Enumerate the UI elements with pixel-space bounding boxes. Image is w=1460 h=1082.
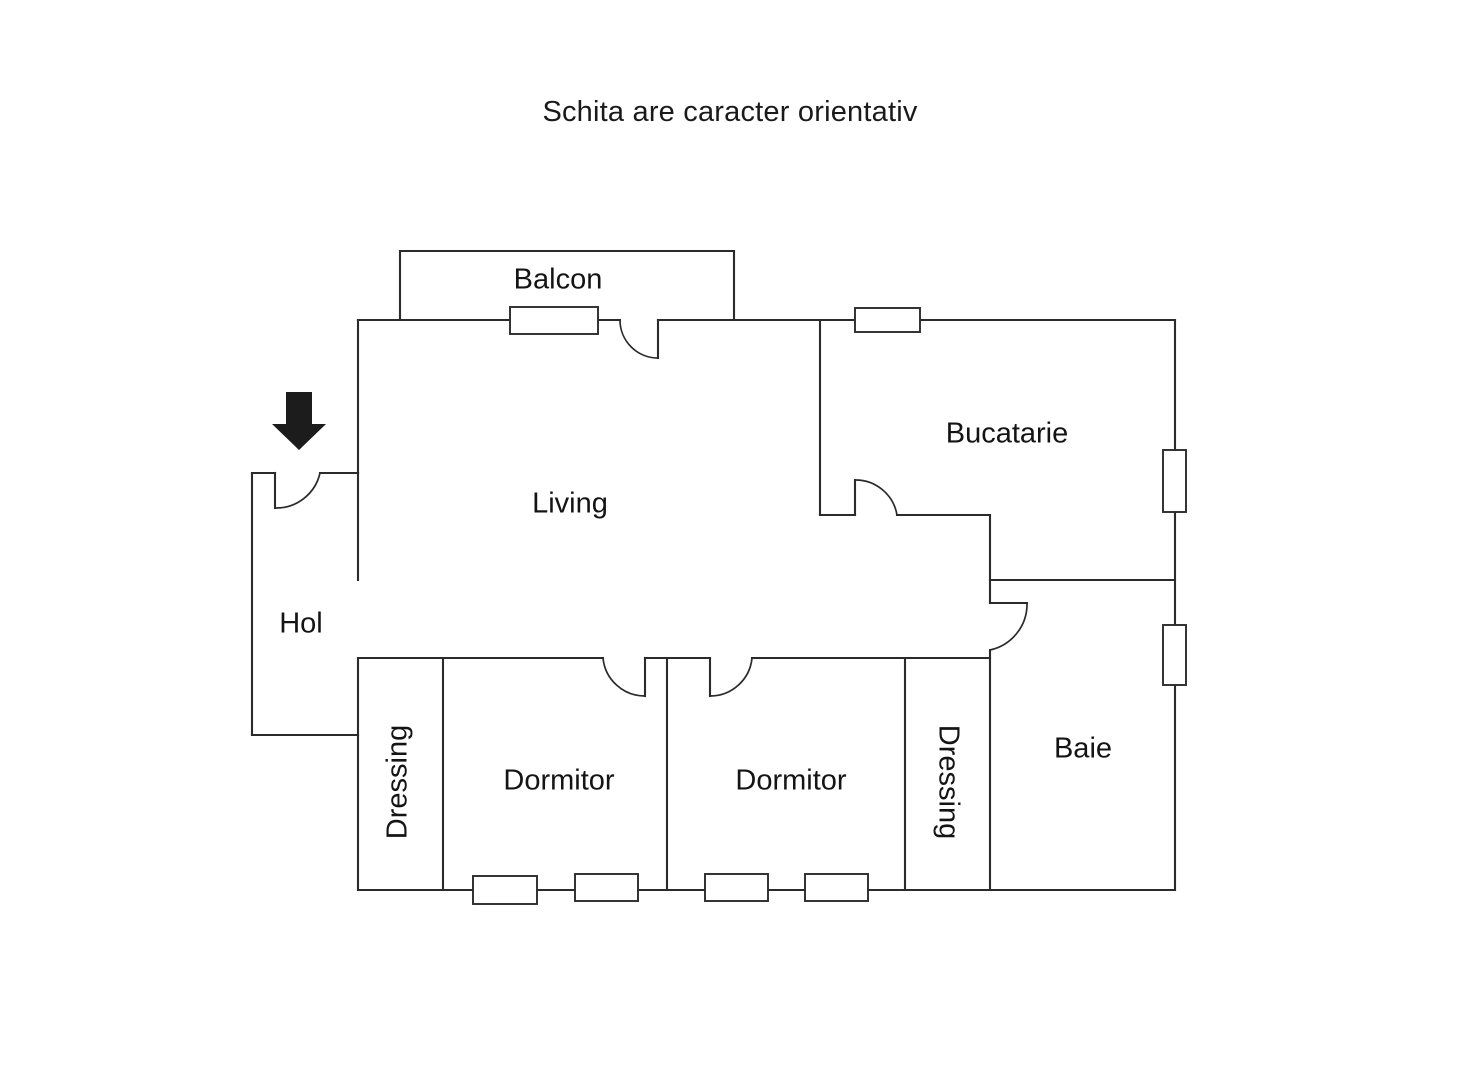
windows-group	[472, 306, 1187, 905]
down-arrow-icon	[272, 392, 326, 450]
room-label-bucatarie: Bucatarie	[946, 418, 1069, 450]
room-label-baie: Baie	[1054, 733, 1112, 765]
annotations-group	[272, 392, 326, 450]
dormitor2-door-arc	[709, 657, 753, 697]
room-label-balcon: Balcon	[514, 264, 603, 296]
kitchen-side-window	[1162, 449, 1187, 513]
baie-door-arc	[989, 602, 1028, 651]
dormitor1-window-a	[472, 875, 538, 905]
room-label-dressing_2: Dressing	[932, 725, 964, 839]
room-label-dressing_1: Dressing	[382, 725, 414, 839]
doors-group	[274, 319, 1028, 697]
room-label-hol: Hol	[279, 608, 323, 640]
balcony-door-arc	[619, 319, 659, 359]
entrance-door-arc	[274, 472, 321, 509]
kitchen-door-arc	[854, 479, 898, 516]
baie-side-window	[1162, 624, 1187, 686]
room-label-dormitor_1: Dormitor	[503, 765, 615, 797]
page-title: Schita are caracter orientativ	[542, 96, 918, 128]
dormitor1-window-b	[574, 873, 639, 902]
dormitor1-door-arc	[602, 657, 646, 697]
room-label-dormitor_2: Dormitor	[735, 765, 847, 797]
walls-group	[250, 249, 1177, 892]
dormitor2-window-b	[804, 873, 869, 902]
room-label-living: Living	[532, 488, 608, 520]
balcony-window	[509, 306, 599, 335]
dormitor2-window-a	[704, 873, 769, 902]
kitchen-window	[854, 307, 921, 333]
